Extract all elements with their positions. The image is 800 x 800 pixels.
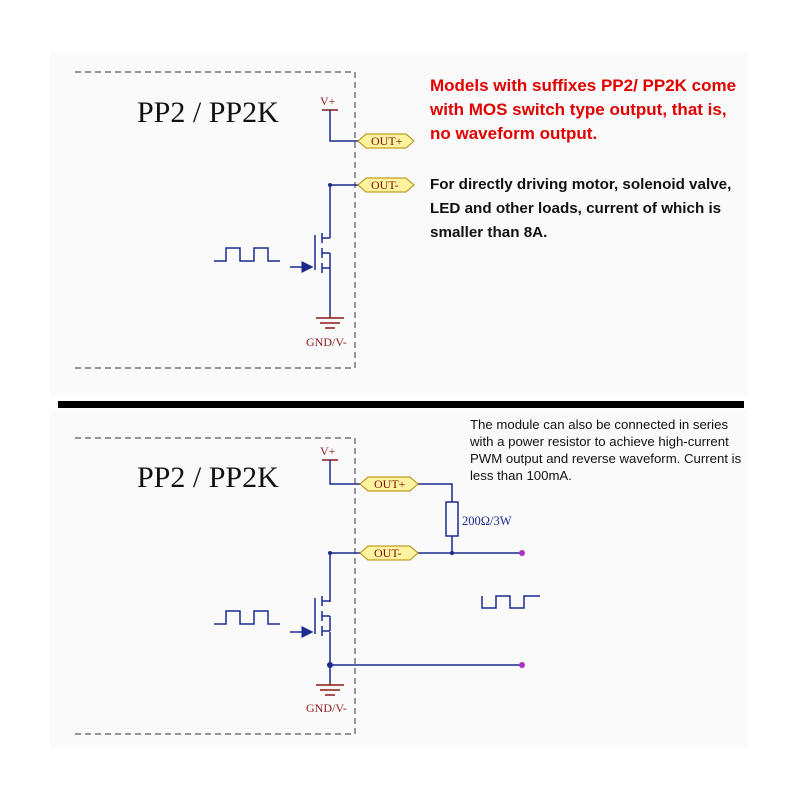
bottom-module-boundary [75,437,356,735]
bottom-ground-symbol [316,682,344,696]
svg-text:OUT+: OUT+ [374,477,406,491]
svg-text:OUT-: OUT- [371,178,399,192]
top-ground-symbol [316,315,344,329]
svg-text:OUT+: OUT+ [371,134,403,148]
ground-terminal-node [519,662,525,668]
bottom-gnd-label: GND/V- [306,701,347,715]
bottom-vplus-symbol: V+ [320,444,338,461]
output-terminal-node [519,550,525,556]
bottom-out-plus-tag: OUT+ [359,476,419,492]
series-resistor-note: The module can also be connected in seri… [470,417,742,483]
section-divider [58,401,744,408]
svg-text:OUT-: OUT- [374,546,402,560]
top-module-title: PP2 / PP2K [137,96,279,129]
top-out-plus-tag: OUT+ [357,133,415,149]
load-description: For directly driving motor, solenoid val… [430,176,732,241]
top-wiring [214,110,360,315]
top-out-minus-tag: OUT- [357,177,415,193]
bottom-panel [50,410,748,748]
mos-output-note: Models with suffixes PP2/ PP2K come with… [430,76,737,143]
svg-text:V+: V+ [320,94,336,108]
top-gnd-label: GND/V- [306,335,347,349]
top-panel [50,52,748,396]
resistor-label: 200Ω/3W [462,514,512,528]
svg-text:V+: V+ [320,444,336,458]
top-module-boundary [75,71,356,369]
bottom-out-minus-tag: OUT- [359,545,419,561]
bottom-module-title: PP2 / PP2K [137,461,279,494]
top-vplus-symbol: V+ [320,94,338,111]
